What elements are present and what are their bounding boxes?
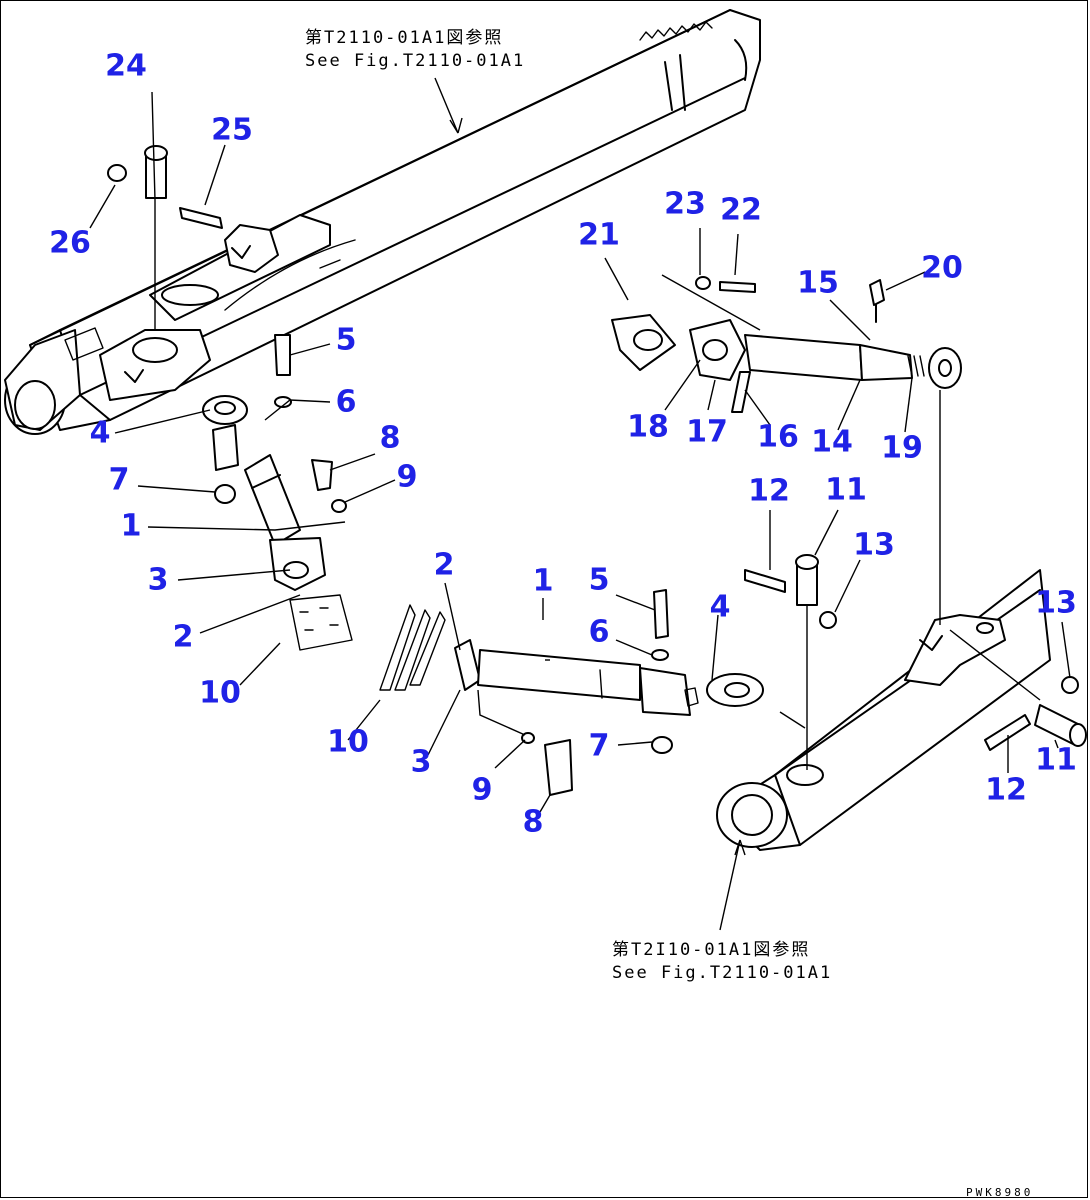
- pin-11-upper: [744, 554, 837, 629]
- callout-7: 7: [109, 463, 130, 498]
- drawing-code: PWK8980: [966, 1186, 1033, 1199]
- callout-2: 2: [173, 620, 194, 655]
- callout-22: 22: [720, 193, 762, 228]
- callout-19: 19: [881, 431, 923, 466]
- bottom-reference-jp: 第T2I10-01A1図参照: [612, 940, 810, 960]
- top-reference-en: See Fig.T2110-01A1: [305, 51, 525, 71]
- callout-23: 23: [664, 187, 706, 222]
- lower-boom-arm: [716, 569, 1087, 851]
- callout-25: 25: [211, 113, 253, 148]
- callout-7-center: 7: [589, 729, 610, 764]
- callout-11: 11: [825, 473, 867, 508]
- callout-2-center: 2: [434, 548, 455, 583]
- top-reference-jp: 第T2110-01A1図参照: [305, 28, 503, 48]
- callout-14: 14: [811, 425, 853, 460]
- callout-17: 17: [686, 415, 728, 450]
- callout-13-right: 13: [1035, 586, 1077, 621]
- callout-4-center: 4: [710, 590, 731, 625]
- callout-3-center: 3: [411, 745, 432, 780]
- callout-4: 4: [90, 416, 111, 451]
- callout-6: 6: [336, 385, 357, 420]
- callout-21: 21: [578, 218, 620, 253]
- leader-lines: [89, 77, 1071, 931]
- left-cylinder: [202, 395, 353, 651]
- callout-3: 3: [148, 563, 169, 598]
- callout-24: 24: [105, 49, 147, 84]
- center-cylinder: [379, 589, 764, 796]
- callout-10-center: 10: [327, 725, 369, 760]
- upper-boom-arm: [4, 9, 761, 435]
- callout-12-right: 12: [985, 773, 1027, 808]
- callout-8: 8: [380, 421, 401, 456]
- bottom-reference-en: See Fig.T2110-01A1: [612, 963, 832, 983]
- callout-9: 9: [397, 460, 418, 495]
- callout-13: 13: [853, 528, 895, 563]
- callout-8-center: 8: [523, 805, 544, 840]
- callout-20: 20: [921, 251, 963, 286]
- callout-6-center: 6: [589, 615, 610, 650]
- callout-10: 10: [199, 676, 241, 711]
- callout-1: 1: [121, 509, 142, 544]
- callout-15: 15: [797, 266, 839, 301]
- callout-5: 5: [336, 323, 357, 358]
- callout-16: 16: [757, 420, 799, 455]
- callout-1-center: 1: [533, 564, 554, 599]
- pin-24: [107, 145, 347, 513]
- callout-11-right: 11: [1035, 743, 1077, 778]
- callout-9-center: 9: [472, 773, 493, 808]
- callout-12: 12: [748, 474, 790, 509]
- callout-18: 18: [627, 410, 669, 445]
- upper-right-cylinder: [611, 276, 962, 413]
- callout-26: 26: [49, 226, 91, 261]
- callout-5-center: 5: [589, 563, 610, 598]
